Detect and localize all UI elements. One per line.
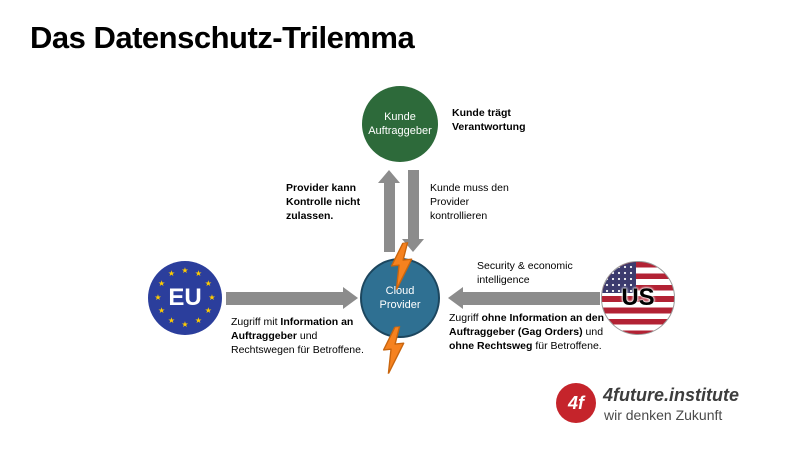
eu-star-icon: ★ [181,319,189,329]
node-kunde-line1: Kunde [384,110,416,123]
node-kunde-auftraggeber: Kunde Auftraggeber [362,86,438,162]
eu-label: EU [168,284,202,311]
text-segment: und Rechtswegen für Betroffene. [231,330,364,357]
page-title: Das Datenschutz-Trilemma [30,20,415,55]
note-provider-kontrolle: Provider kann Kontrolle nicht zulassen. [286,182,361,223]
text-segment: Zugriff mit [231,316,281,328]
eu-star-icon: ★ [181,265,189,275]
text-segment: Zugriff [449,312,482,324]
node-cloud-line1: Cloud [385,284,415,297]
note-kunde-muss-kontrollieren: Kunde muss den Provider kontrollieren [430,182,509,223]
eu-star-icon: ★ [158,279,166,288]
eu-star-icon: ★ [154,292,162,302]
note-security-intelligence: Security & economic intelligence [477,260,573,287]
eu-stars: ★★★★★★★★★★★★ [148,261,222,335]
eu-star-icon: ★ [208,292,216,302]
text-segment: für Betroffene. [532,340,602,353]
logo-mark: 4f [567,392,584,413]
eu-star-icon: ★ [204,306,212,315]
text-segment-bold: ohne Rechtsweg [449,340,533,353]
lightning-bolt-icon-top [390,241,413,291]
arrow-kunde-to-provider [402,170,424,252]
eu-star-icon: ★ [194,269,203,279]
arrow-provider-to-kunde [378,170,400,252]
arrow-head-up [378,170,400,183]
node-kunde-line2: Auftraggeber [368,125,432,137]
arrow-shaft [226,291,343,305]
eu-star-icon: ★ [204,279,212,288]
node-cloud-line2: Provider [379,299,421,311]
logo-4f-icon: 4f [556,383,596,423]
eu-star-icon: ★ [167,315,176,325]
text-segment-bold: ohne Information an den Auftraggeber (Ga… [449,312,604,339]
eu-star-icon: ★ [158,306,166,315]
note-us-access: Zugriff ohne Information an den Auftragg… [449,311,615,354]
lightning-bolt-icon-bottom [382,325,405,375]
note-kunde-verantwortung: Kunde trägt Verantwortung [452,107,526,134]
arrow-shaft [407,170,419,239]
eu-star-icon: ★ [194,315,203,325]
arrow-head-right [343,287,358,309]
text-segment: und [582,326,604,339]
logo-name: 4future.institute [603,385,740,405]
arrow-shaft [463,291,600,305]
us-flag-canton [602,262,636,293]
arrow-head-left [448,287,463,309]
arrow-shaft [383,183,395,252]
arrow-us-to-cloud [448,287,600,309]
logo-tagline: wir denken Zukunft [604,407,723,423]
text-segment-bold: Information an Auftraggeber [231,316,354,343]
arrow-eu-to-cloud [226,287,358,309]
us-label: US [621,284,655,311]
node-us-flag: US [601,261,675,335]
eu-star-icon: ★ [167,269,176,279]
node-eu-flag: ★★★★★★★★★★★★ EU [148,261,222,335]
note-eu-access: Zugriff mit Information an Auftraggeber … [231,315,373,358]
